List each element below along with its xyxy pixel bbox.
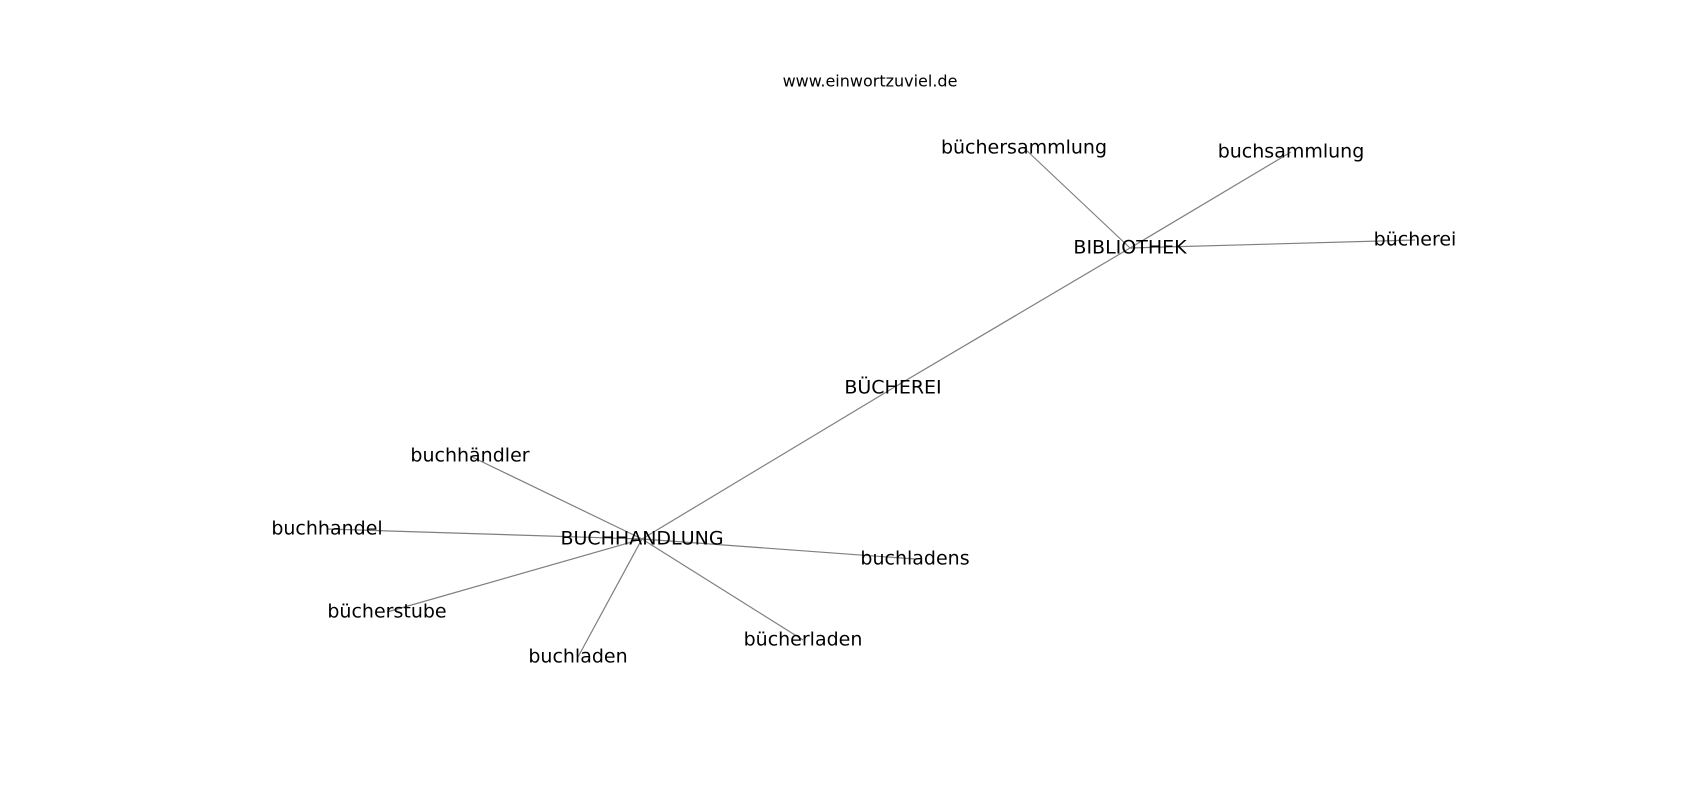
- edge-buecherei_c-buchhandlung: [641, 387, 894, 540]
- node-label-buchladen: buchladen: [528, 646, 627, 668]
- edge-buchhandlung-buecherladen: [641, 538, 804, 641]
- node-label-buecherladen: bücherladen: [744, 629, 863, 651]
- node-label-buchsammlung: buchsammlung: [1218, 141, 1365, 163]
- node-label-buchhaendler: buchhändler: [410, 445, 529, 467]
- edge-buchhandlung-buchladen: [577, 538, 643, 658]
- node-label-buecherei_c: BÜCHEREI: [844, 376, 941, 399]
- nodes-layer: BIBLIOTHEK BÜCHEREI BUCHHANDLUNG büchersamm…: [271, 137, 1456, 668]
- edges-layer: [326, 147, 1416, 658]
- node-label-buechersammlung: büchersammlung: [941, 137, 1107, 159]
- edge-bibliothek-buecherei: [1129, 239, 1416, 249]
- node-label-buchhandlung: BUCHHANDLUNG: [560, 528, 723, 550]
- node-label-buchladens: buchladens: [860, 548, 969, 570]
- edge-buchhandlung-buecherstube: [386, 538, 643, 613]
- node-label-buecherei: bücherei: [1374, 229, 1457, 251]
- edge-buchhandlung-buchhandel: [326, 528, 643, 540]
- edge-buchhandlung-buchhaendler: [469, 455, 643, 540]
- node-label-bibliothek: BIBLIOTHEK: [1073, 237, 1187, 259]
- edge-buchhandlung-buchladens: [641, 538, 916, 560]
- edge-bibliothek-buecherei_c: [892, 247, 1131, 389]
- node-label-buecherstube: bücherstube: [327, 601, 446, 623]
- source-url: www.einwortzuviel.de: [783, 72, 958, 91]
- node-label-buchhandel: buchhandel: [271, 518, 382, 540]
- edge-bibliothek-buchsammlung: [1129, 151, 1292, 249]
- edge-bibliothek-buechersammlung: [1023, 147, 1131, 249]
